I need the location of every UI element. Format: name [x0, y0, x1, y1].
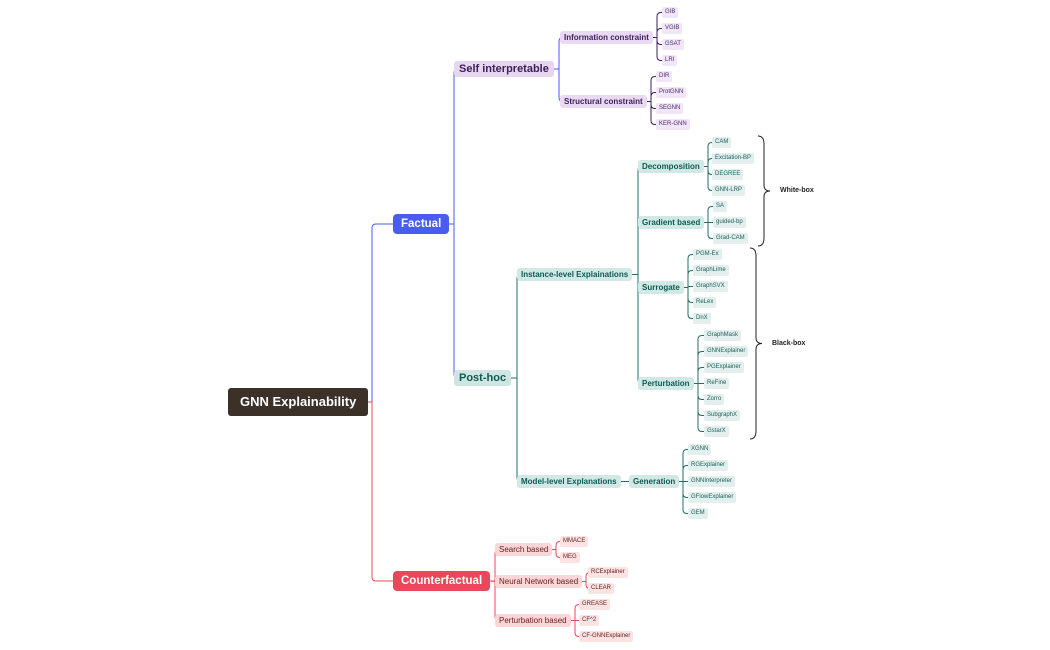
white-box-bracket — [757, 135, 771, 247]
connector-structural-constraint-node-leaf-protgnn — [647, 92, 656, 102]
model-level-node[interactable]: Model-level Explanations — [517, 475, 621, 488]
leaf-guided-bp[interactable]: guided-bp — [713, 217, 746, 228]
connector-information-constraint-node-leaf-vgib — [653, 28, 662, 38]
leaf-dnx[interactable]: DnX — [693, 313, 711, 324]
connector-instance-level-node-gradient-based-node — [632, 222, 643, 275]
leaf-gnnexplainer[interactable]: GNNExplainer — [704, 346, 749, 357]
information-constraint-node[interactable]: Information constraint — [560, 31, 653, 44]
structural-constraint-node[interactable]: Structural constraint — [560, 95, 647, 108]
leaf-gnn-lrp[interactable]: GNN-LRP — [712, 185, 746, 196]
connector-surrogate-node-leaf-pgm-ex — [684, 254, 693, 288]
leaf-gflowexplainer[interactable]: GFlowExplainer — [688, 492, 737, 503]
leaf-zorro[interactable]: Zorro — [704, 394, 725, 405]
leaf-mmace[interactable]: MMACE — [560, 536, 589, 547]
connector-factual-node-post-hoc-node — [449, 223, 459, 379]
connector-perturbation-node-leaf-pgexplainer — [694, 367, 704, 384]
leaf-meg[interactable]: MEG — [560, 552, 580, 563]
connector-root-node-counterfactual-node — [368, 401, 393, 582]
leaf-rgexplainer[interactable]: RGExplainer — [688, 460, 729, 471]
connector-surrogate-node-leaf-graphlime — [684, 270, 693, 288]
leaf-pgexplainer[interactable]: PGExplainer — [704, 362, 744, 373]
connector-gradient-based-node-leaf-sa — [704, 206, 713, 223]
leaf-gsat[interactable]: GSAT — [662, 39, 684, 50]
leaf-cam[interactable]: CAM — [712, 137, 732, 148]
decomposition-node[interactable]: Decomposition — [638, 160, 704, 173]
gradient-based-node[interactable]: Gradient based — [638, 216, 705, 229]
leaf-xgnn[interactable]: XGNN — [688, 444, 712, 455]
neural-network-based-node[interactable]: Neural Network based — [495, 575, 583, 588]
connector-decomposition-node-leaf-cam — [704, 142, 713, 167]
surrogate-node[interactable]: Surrogate — [638, 281, 684, 294]
connector-factual-node-self-interpretable-node — [449, 68, 459, 225]
connector-perturbation-based-node-leaf-grease — [571, 604, 580, 621]
leaf-dir[interactable]: DIR — [656, 71, 673, 82]
leaf-sa[interactable]: SA — [713, 201, 728, 212]
root-node[interactable]: GNN Explainability — [228, 388, 369, 416]
connector-structural-constraint-node-leaf-dir — [647, 76, 656, 102]
perturbation-based-node[interactable]: Perturbation based — [495, 614, 571, 627]
leaf-relex[interactable]: ReLex — [693, 297, 717, 308]
leaf-graphmask[interactable]: GraphMask — [704, 330, 742, 341]
leaf-ker-gnn[interactable]: KER-GNN — [656, 119, 690, 130]
leaf-pgm-ex[interactable]: PGM-Ex — [693, 249, 722, 260]
leaf-cf-gnnexplainer[interactable]: CF-GNNExplainer — [579, 631, 634, 642]
perturbation-node[interactable]: Perturbation — [638, 377, 694, 390]
leaf-gnninterpreter[interactable]: GNNInterpreter — [688, 476, 736, 487]
black-box-bracket — [749, 247, 763, 440]
connector-structural-constraint-node-leaf-ker-gnn — [647, 101, 656, 125]
leaf-subgraphx[interactable]: SubgraphX — [704, 410, 741, 421]
connector-surrogate-node-leaf-dnx — [684, 287, 693, 319]
connector-search-based-node-leaf-mmace — [552, 541, 561, 550]
connector-gradient-based-node-leaf-grad-cam — [704, 222, 713, 239]
leaf-refine[interactable]: ReFine — [704, 378, 730, 389]
leaf-grad-cam[interactable]: Grad-CAM — [713, 233, 748, 244]
leaf-segnn[interactable]: SEGNN — [656, 103, 684, 114]
connector-post-hoc-node-instance-level-node — [511, 274, 522, 379]
counterfactual-node[interactable]: Counterfactual — [393, 571, 491, 591]
leaf-degree[interactable]: DEGREE — [712, 169, 744, 180]
instance-level-node[interactable]: Instance-level Explainations — [517, 268, 633, 281]
connector-perturbation-node-leaf-graphmask — [694, 335, 704, 384]
leaf-grease[interactable]: GREASE — [579, 599, 611, 610]
connector-root-node-factual-node — [368, 223, 393, 403]
self-interpretable-node[interactable]: Self interpretable — [454, 61, 554, 77]
post-hoc-node[interactable]: Post-hoc — [454, 370, 512, 386]
black-box-label: Black-box — [772, 340, 806, 347]
leaf-lri[interactable]: LRI — [662, 55, 678, 66]
connector-search-based-node-leaf-meg — [552, 549, 561, 558]
generation-node[interactable]: Generation — [629, 475, 680, 488]
leaf-protgnn[interactable]: ProtGNN — [656, 87, 687, 98]
connector-information-constraint-node-leaf-gib — [653, 12, 662, 38]
connector-information-constraint-node-leaf-lri — [653, 37, 662, 61]
leaf-vgib[interactable]: VGIB — [662, 23, 683, 34]
leaf-clear[interactable]: CLEAR — [588, 583, 615, 594]
leaf-gem[interactable]: GEM — [688, 508, 708, 519]
connector-decomposition-node-leaf-excitation-bp — [704, 158, 713, 167]
connector-post-hoc-node-model-level-node — [511, 377, 522, 482]
leaf-cf2[interactable]: CF^2 — [579, 615, 600, 626]
connector-generation-node-leaf-xgnn — [679, 449, 688, 482]
connector-perturbation-node-leaf-gstarx — [694, 383, 704, 432]
connector-decomposition-node-leaf-gnn-lrp — [704, 166, 713, 191]
leaf-rcexplainer[interactable]: RCExplainer — [588, 567, 628, 578]
connector-generation-node-leaf-gem — [679, 481, 688, 514]
connector-perturbation-node-leaf-gnnexplainer — [694, 351, 704, 384]
leaf-excitation-bp[interactable]: Excitation-BP — [712, 153, 755, 164]
search-based-node[interactable]: Search based — [495, 543, 553, 556]
connector-perturbation-based-node-leaf-cf-gnnexplainer — [571, 620, 580, 637]
white-box-label: White-box — [780, 187, 814, 194]
factual-node[interactable]: Factual — [393, 214, 450, 234]
leaf-graphlime[interactable]: GraphLime — [693, 265, 729, 276]
leaf-gib[interactable]: GIB — [662, 7, 679, 18]
leaf-graphsvx[interactable]: GraphSVX — [693, 281, 728, 292]
leaf-gstarx[interactable]: GstarX — [704, 426, 729, 437]
connector-generation-node-leaf-rgexplainer — [679, 465, 688, 482]
connector-perturbation-node-leaf-zorro — [694, 383, 704, 400]
